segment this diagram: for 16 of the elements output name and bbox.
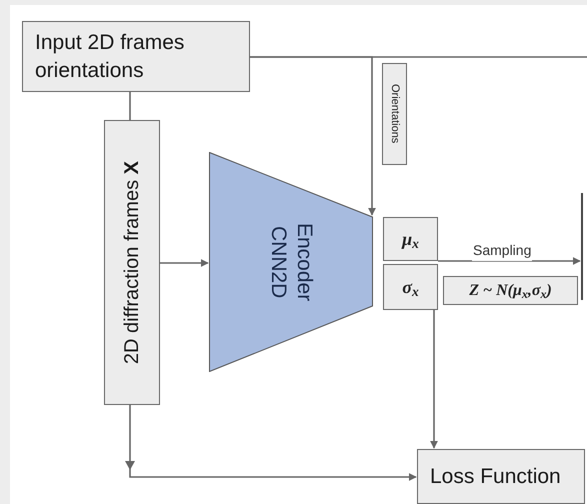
label-text: μ$_{x}$ bbox=[402, 228, 419, 252]
sigma-box bbox=[383, 264, 438, 310]
loss-box bbox=[417, 449, 585, 504]
input-box bbox=[22, 21, 250, 92]
label-text: Input 2D frames orientations bbox=[35, 30, 186, 84]
orientations-box bbox=[382, 63, 407, 165]
label-text: σ$_{x}$ bbox=[402, 276, 419, 300]
label-text: Loss Function bbox=[430, 464, 561, 490]
label-text: Orientations bbox=[388, 84, 402, 144]
label-text: Encoder CNN2D bbox=[266, 222, 317, 304]
label-text: Z ~ N(μ$_{x}$,σ$_{x}$) bbox=[469, 280, 552, 302]
encoder-trapezoid bbox=[209, 152, 373, 372]
mean-box bbox=[383, 217, 438, 261]
frames-box bbox=[104, 120, 160, 405]
latent-box bbox=[443, 276, 578, 305]
label-text: 2D diffraction frames X bbox=[120, 160, 144, 364]
